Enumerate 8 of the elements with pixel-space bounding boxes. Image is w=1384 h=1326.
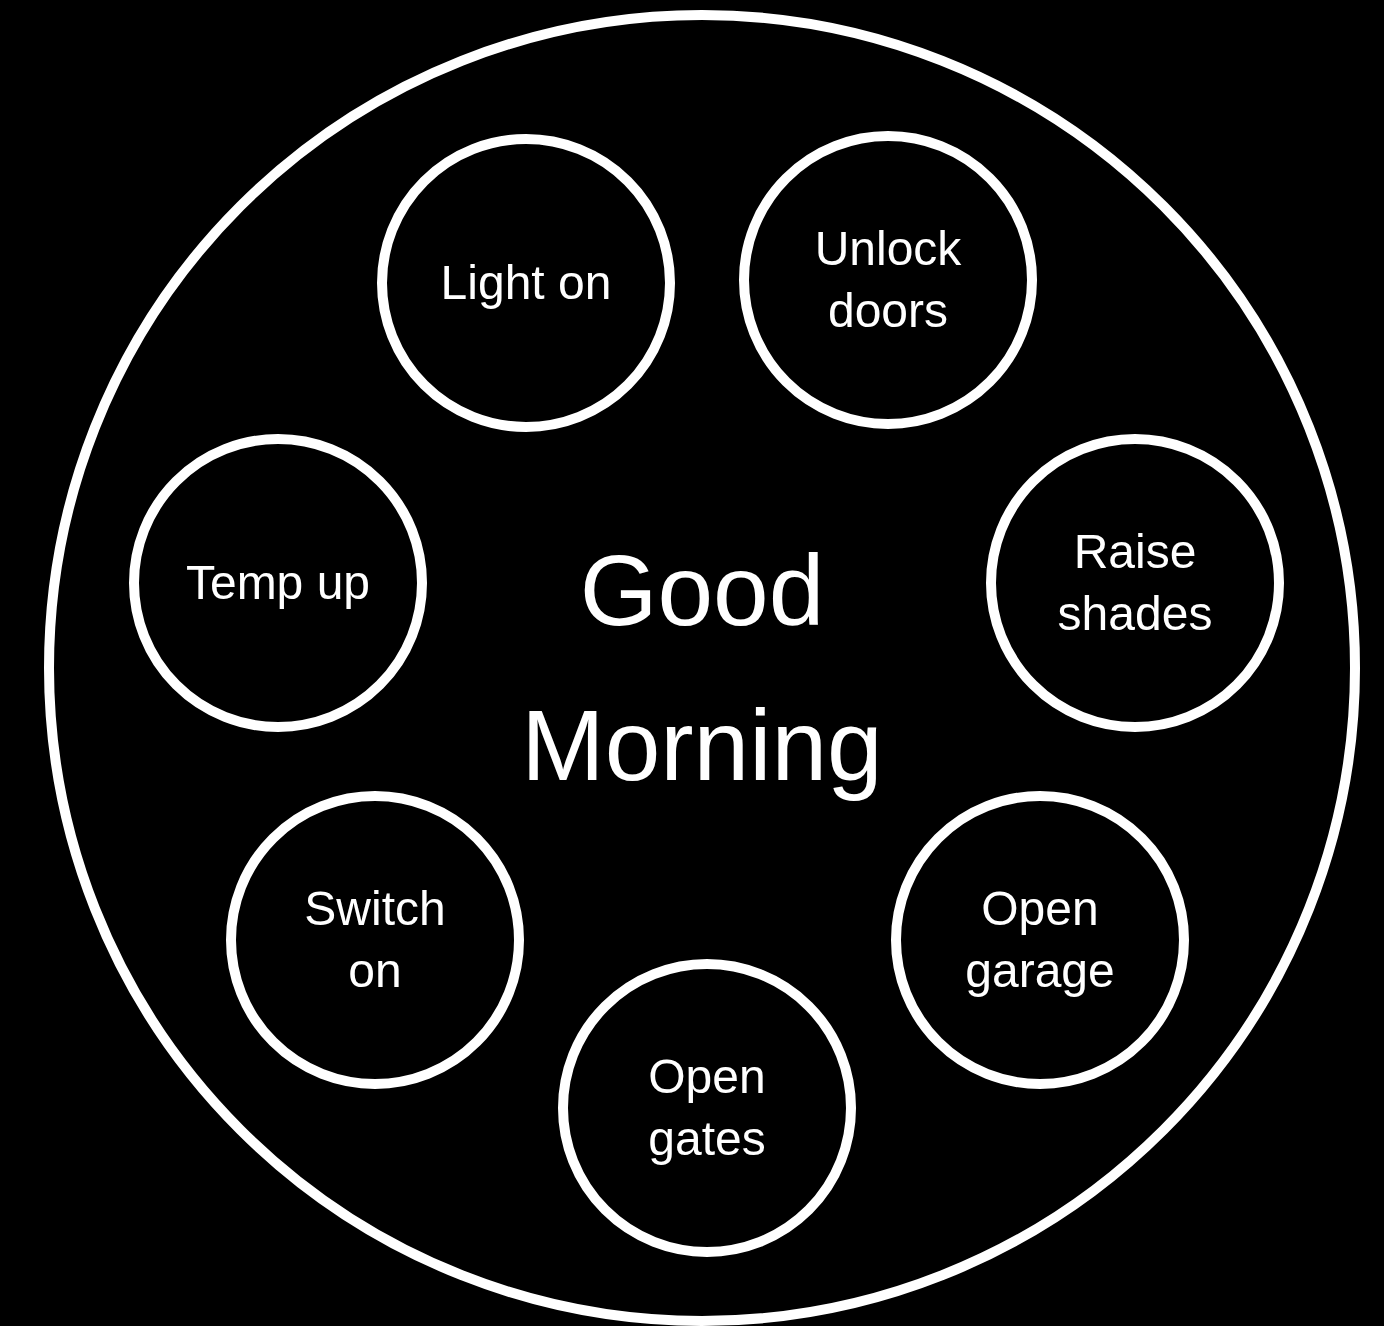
action-label: Unlock doors [813,220,963,339]
action-label: Open garage [964,880,1116,999]
action-label: Switch on [303,880,447,999]
action-label: Light on [440,254,612,311]
action-label: Raise shades [1056,523,1214,642]
action-label: Temp up [185,554,371,611]
action-label: Open gates [647,1048,767,1167]
routine-title: Good Morning [520,533,884,803]
